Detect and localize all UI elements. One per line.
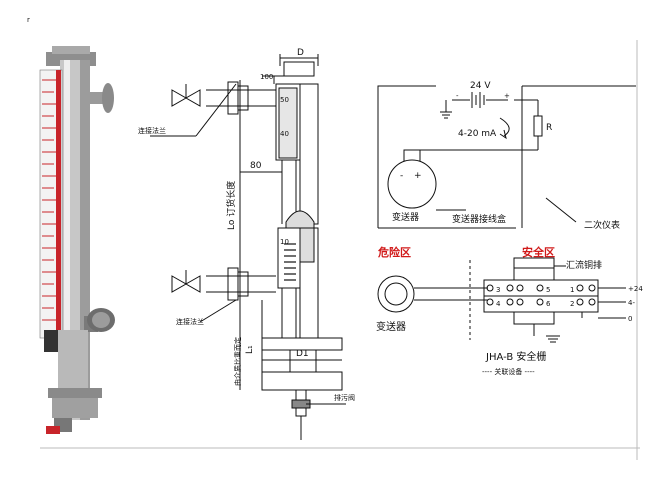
dimension-drawing	[150, 54, 346, 440]
secondary-instrument-label: 二次仪表	[584, 219, 620, 231]
callout-drain-valve: 排污阀	[334, 393, 355, 402]
dim-top-offset: 100	[260, 73, 273, 81]
transmitter-plus: +	[414, 171, 422, 181]
supply-minus: -	[456, 92, 459, 100]
dim-base-width: D1	[296, 349, 309, 359]
barrier-name: JHA-B 安全栅	[485, 350, 546, 363]
wiring-diagram	[377, 85, 636, 229]
busbar-label: 汇流铜排	[566, 259, 602, 271]
dim-bottom: L₁	[245, 345, 255, 354]
dim-top-width: D	[297, 48, 304, 58]
output-plus24: +24	[628, 285, 643, 293]
junction-box-label: 变送器接线盒	[452, 213, 506, 225]
supply-plus: +	[504, 92, 510, 100]
terminal-4: 4	[496, 300, 501, 308]
dim-center-distance: Lo 订货长度	[225, 181, 237, 230]
safe-zone-label: 安全区	[522, 245, 555, 259]
hazard-zone-label: 危险区	[377, 245, 411, 259]
supply-voltage: 24 V	[470, 81, 491, 91]
terminal-6: 6	[546, 300, 551, 308]
barrier-diagram	[377, 257, 626, 343]
related-equipment: ---- 关联设备 ----	[482, 367, 535, 376]
dim-side-offset: 80	[250, 161, 262, 171]
terminal-1: 1	[570, 286, 574, 294]
callout-lower-flange: 连接法兰	[176, 317, 204, 326]
scale-mark-10: 10	[280, 238, 289, 246]
output-0: 0	[628, 315, 632, 323]
resistor-label: R	[546, 123, 552, 133]
barrier-transmitter-label: 变送器	[376, 320, 406, 333]
page-mark: r	[27, 16, 30, 24]
level-gauge-photo	[39, 46, 115, 434]
dim-bottom-note: 由介质比重而定	[233, 337, 242, 386]
frame	[40, 40, 640, 460]
scale-mark-50: 50	[280, 96, 289, 104]
terminal-3: 3	[496, 286, 500, 294]
callout-upper-flange: 连接法兰	[138, 126, 166, 135]
terminal-5: 5	[546, 286, 550, 294]
terminal-2: 2	[570, 300, 574, 308]
scale-mark-40: 40	[280, 130, 289, 138]
signal-current: 4-20 mA	[458, 129, 497, 139]
transmitter-label: 变送器	[392, 211, 419, 223]
gauge-scale-ticks	[42, 79, 58, 321]
transmitter-minus: -	[400, 171, 403, 181]
output-4minus: 4-	[628, 299, 635, 307]
